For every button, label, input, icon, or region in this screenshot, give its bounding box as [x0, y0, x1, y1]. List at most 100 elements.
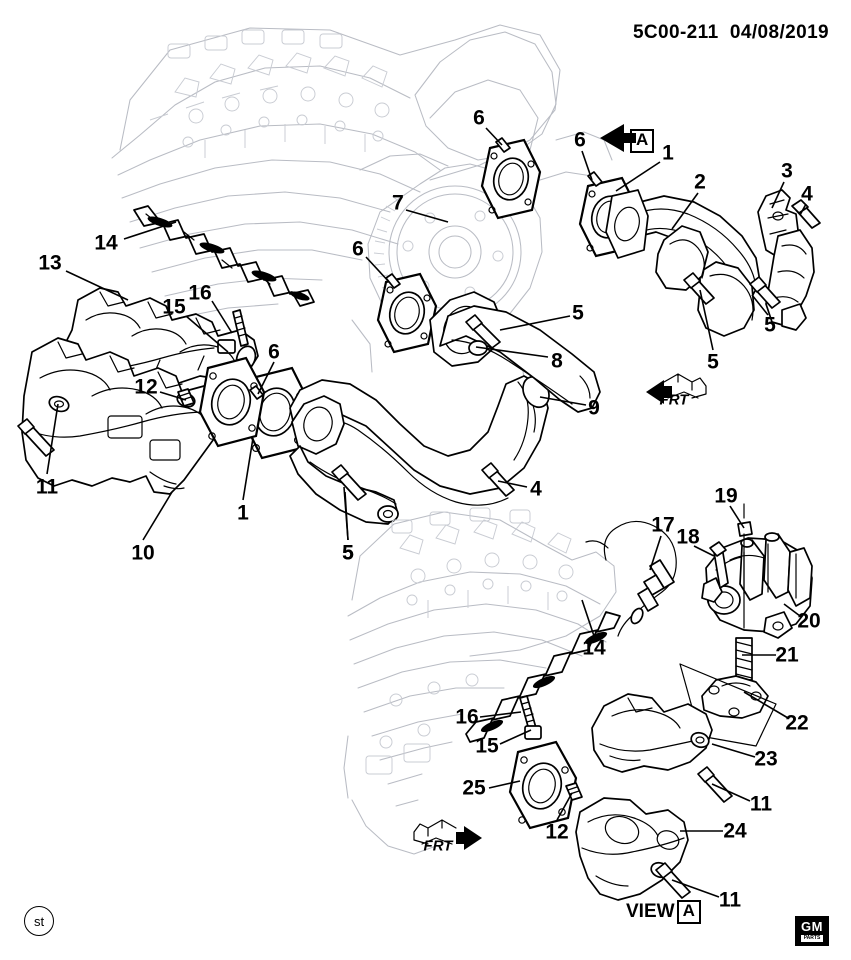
callout-number-5: 5 — [764, 313, 776, 337]
engine-block-lower-ghost — [343, 507, 617, 855]
frt-arrow-lower — [413, 819, 482, 850]
callout-number-6: 6 — [574, 128, 586, 152]
leader-line-1 — [615, 161, 661, 192]
leader-line-12 — [556, 792, 573, 821]
callout-number-21: 21 — [775, 643, 799, 667]
section-marker: st — [24, 906, 54, 936]
callout-number-14: 14 — [582, 636, 606, 660]
callout-number-11: 11 — [718, 888, 742, 912]
leader-line-23 — [711, 743, 756, 758]
callout-number-1: 1 — [662, 141, 674, 165]
view-a-label: VIEW A — [626, 900, 701, 924]
callout-number-18: 18 — [676, 525, 700, 549]
leader-line-16 — [479, 711, 522, 718]
callout-number-5: 5 — [707, 350, 719, 374]
part-11-bolt-left — [17, 418, 55, 457]
callout-number-6: 6 — [473, 106, 485, 130]
part-5-bolt-lower-left — [331, 464, 367, 501]
callout-number-20: 20 — [797, 609, 821, 633]
callout-number-11: 11 — [35, 475, 59, 499]
callout-number-4: 4 — [801, 182, 813, 206]
view-a-label-letter: A — [676, 900, 701, 924]
leader-line-16 — [211, 300, 233, 334]
leader-line-5 — [344, 491, 349, 541]
engine-block-upper-ghost — [111, 24, 613, 401]
leader-line-14 — [581, 599, 595, 637]
frt-arrow-upper — [646, 373, 707, 404]
leader-line-12 — [159, 391, 187, 401]
leader-line-13 — [65, 270, 129, 301]
leader-line-6 — [581, 150, 593, 181]
callout-number-17: 17 — [651, 513, 675, 537]
frt-arrow-upper-label: FRT — [659, 391, 689, 409]
part-17-oxygen-sensor — [585, 520, 677, 637]
callout-number-4: 4 — [530, 477, 542, 501]
leader-line-5 — [751, 294, 769, 316]
callout-number-7: 7 — [392, 191, 404, 215]
gm-logo-text: GM — [801, 919, 823, 934]
leader-line-9 — [539, 396, 587, 406]
part-20-egr-valve — [701, 532, 813, 639]
leader-line-6 — [365, 256, 391, 284]
leader-line-6 — [485, 127, 503, 146]
leader-lines — [46, 127, 807, 898]
leader-line-3 — [771, 181, 785, 209]
callout-number-16: 16 — [455, 705, 479, 729]
view-a-letter: A — [630, 129, 655, 153]
part-9-converter-pipe — [289, 375, 550, 525]
leader-line-5 — [499, 315, 571, 331]
callout-number-12: 12 — [545, 820, 569, 844]
callout-number-5: 5 — [572, 301, 584, 325]
callout-number-6: 6 — [268, 340, 280, 364]
view-a-label-text: VIEW — [626, 900, 675, 922]
leader-line-20 — [783, 603, 801, 617]
leader-line-5 — [699, 289, 714, 351]
part-7-gasket-center — [480, 138, 542, 220]
callout-number-5: 5 — [342, 541, 354, 565]
callout-number-15: 15 — [475, 734, 499, 758]
gm-logo: GM PARTS — [795, 916, 829, 946]
gm-logo-sub: PARTS — [801, 935, 823, 942]
leader-line-2 — [671, 192, 699, 230]
part-14-gasket-upper — [133, 205, 315, 307]
leader-line-6 — [257, 361, 275, 395]
view-a-arrow — [600, 124, 636, 152]
callout-number-15: 15 — [162, 295, 186, 319]
leader-line-19 — [729, 505, 745, 529]
callout-number-11: 11 — [749, 792, 773, 816]
callout-number-19: 19 — [714, 484, 738, 508]
part-18-bolt — [709, 541, 729, 589]
callout-number-16: 16 — [188, 281, 212, 305]
part-6-stud-left — [249, 385, 264, 400]
leader-line-7 — [405, 209, 449, 223]
callout-number-13: 13 — [38, 251, 62, 275]
header-code: 5C00-211 04/08/2019 — [632, 22, 829, 43]
leader-line-8 — [475, 346, 549, 358]
leader-line-4 — [799, 203, 807, 216]
leader-line-22 — [743, 691, 789, 719]
part-gasket-lower-center — [376, 272, 438, 354]
leader-line-25 — [488, 780, 521, 789]
callout-number-8: 8 — [551, 349, 563, 373]
callout-number-22: 22 — [785, 711, 809, 735]
callout-number-25: 25 — [462, 776, 486, 800]
leader-line-11 — [46, 403, 59, 475]
leader-line-11 — [671, 879, 720, 898]
leader-line-11 — [711, 783, 751, 802]
callout-number-1: 1 — [237, 501, 249, 525]
callout-number-6: 6 — [352, 237, 364, 261]
leader-line-10 — [142, 491, 173, 541]
callout-number-3: 3 — [781, 159, 793, 183]
leader-line-15 — [499, 729, 532, 745]
leader-line-1 — [242, 437, 254, 501]
callout-number-23: 23 — [754, 747, 778, 771]
part-5-bolt-center — [465, 314, 501, 349]
leader-line-15 — [185, 315, 229, 353]
callout-number-14: 14 — [94, 231, 118, 255]
callout-number-9: 9 — [588, 396, 600, 420]
leader-line-4 — [497, 480, 528, 488]
part-flange-left — [198, 356, 266, 448]
leader-line-17 — [649, 535, 662, 571]
